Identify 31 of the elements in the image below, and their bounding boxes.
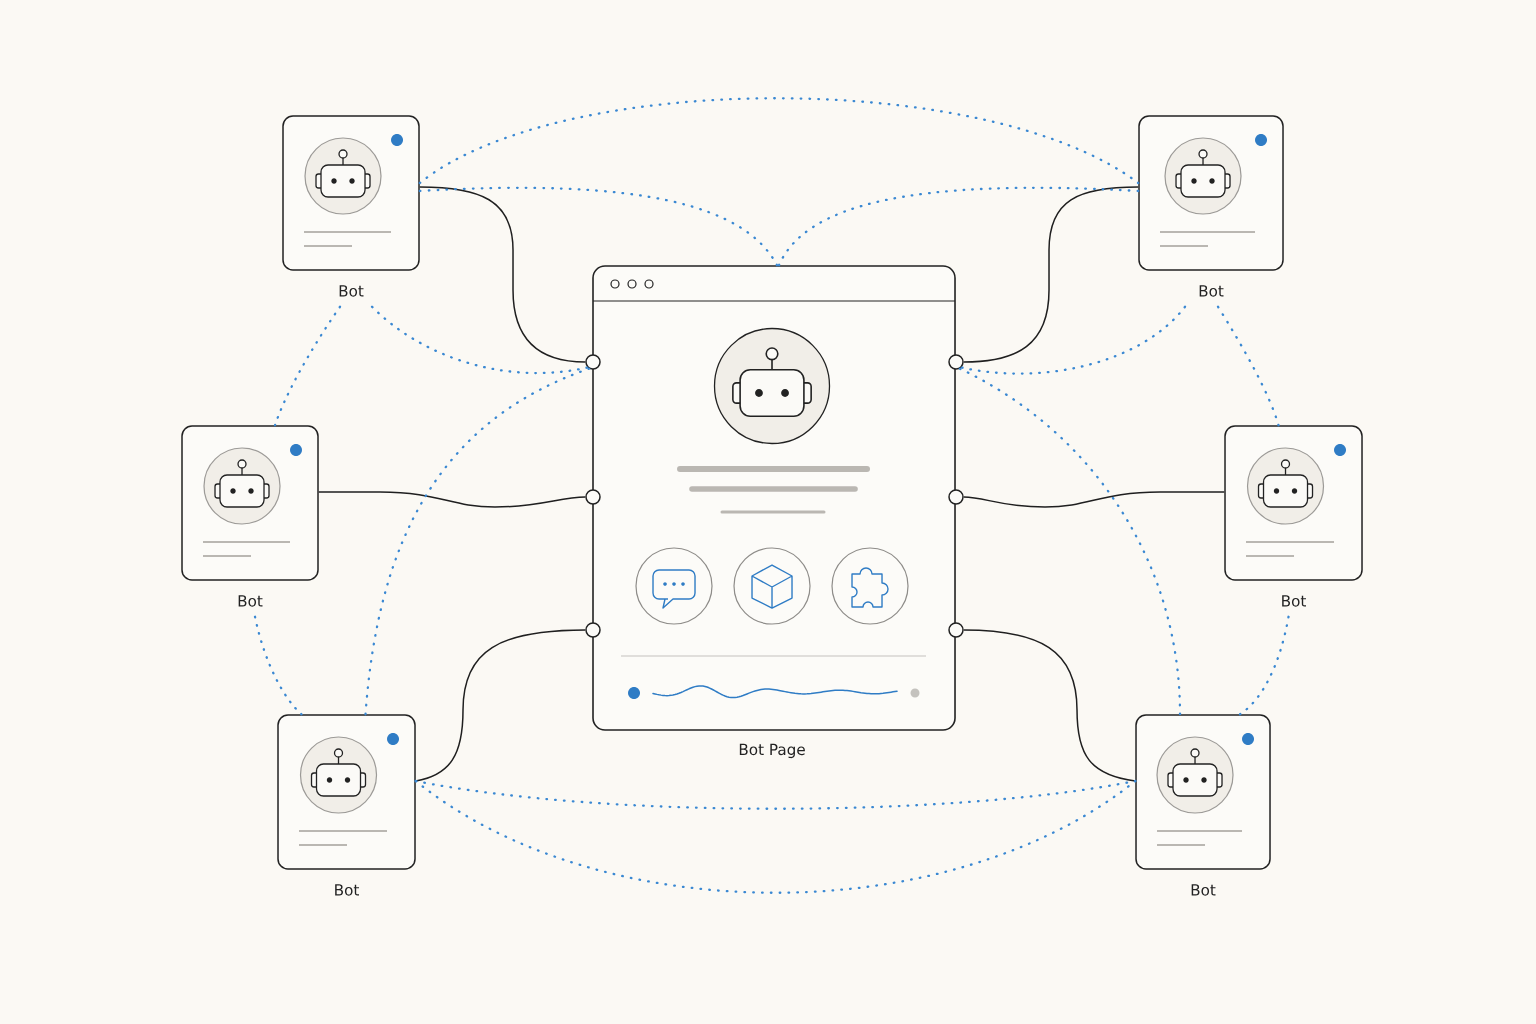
dotted-connector <box>414 779 1137 894</box>
dotted-connector <box>960 305 1187 375</box>
node-label: Bot <box>1199 285 1224 297</box>
node-label: Bot <box>238 595 263 607</box>
dotted-connector <box>273 305 342 427</box>
connector-line <box>419 186 586 363</box>
connection-port <box>948 354 964 370</box>
connector-line <box>963 629 1136 782</box>
connection-port <box>585 489 601 505</box>
node-label: Bot <box>335 884 359 896</box>
dotted-connector <box>1238 615 1290 716</box>
connection-port <box>948 622 964 638</box>
dotted-connector <box>370 305 589 375</box>
node-label: Bot <box>1191 884 1216 896</box>
dotted-connector <box>958 367 1182 716</box>
node-label: Bot <box>339 285 364 297</box>
dotted-connector <box>777 186 1140 267</box>
node-label: Bot Page <box>739 743 805 759</box>
connection-port <box>585 622 601 638</box>
connector-line <box>415 629 586 782</box>
connector-line <box>318 491 586 508</box>
connection-port <box>585 354 601 370</box>
node-label: Bot <box>1282 595 1306 607</box>
dotted-connector <box>418 186 779 267</box>
connector-line <box>963 491 1225 508</box>
dotted-connector <box>364 367 591 716</box>
connection-port <box>948 489 964 505</box>
dotted-connector <box>418 97 1140 185</box>
dotted-connector <box>1216 305 1280 427</box>
dotted-connector <box>253 615 303 716</box>
connector-line <box>963 186 1139 363</box>
